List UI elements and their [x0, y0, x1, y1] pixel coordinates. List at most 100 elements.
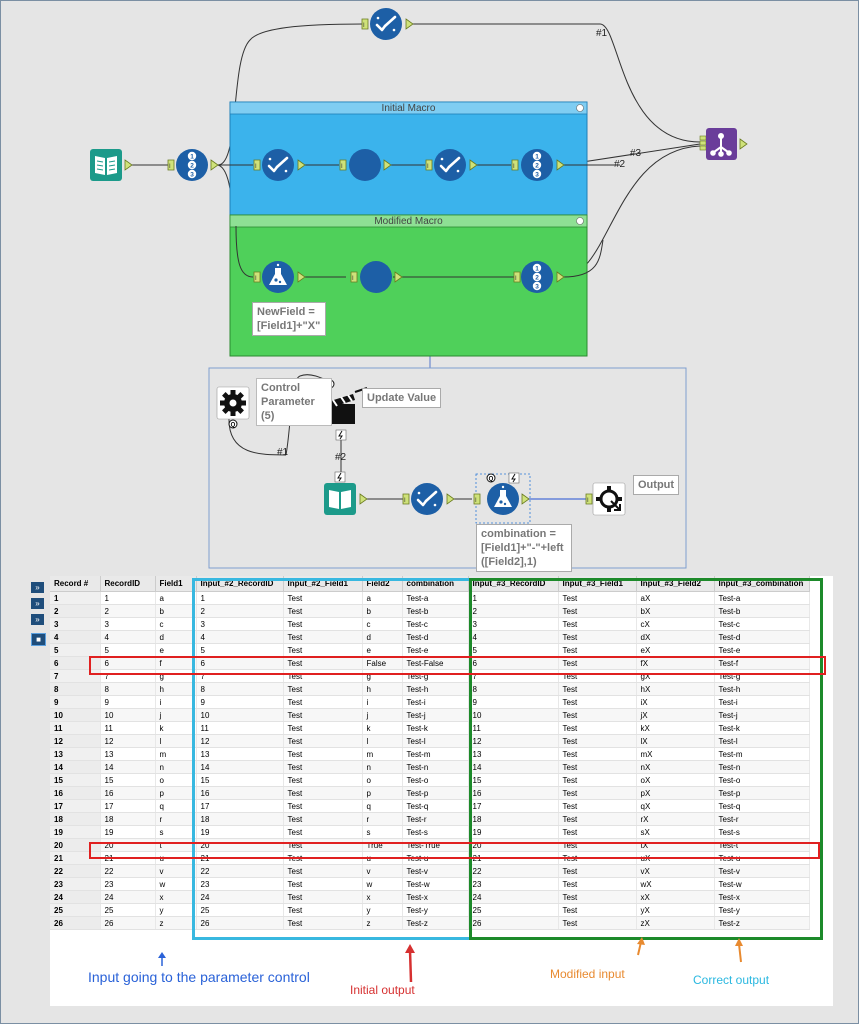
table-cell: Test-r: [714, 812, 810, 826]
select-tool-initial-1[interactable]: [253, 149, 306, 181]
record-number-cell: 13: [50, 747, 101, 761]
formula-tool-macro[interactable]: Q: [473, 472, 531, 524]
table-cell: 15: [100, 773, 156, 787]
formula-tool-modified[interactable]: [253, 261, 306, 293]
record-id-tool-initial[interactable]: [511, 149, 565, 181]
select-tool-initial-2[interactable]: [425, 149, 478, 181]
table-cell: Test-p: [402, 786, 469, 800]
macro-tool-modified[interactable]: [350, 261, 403, 293]
select-tool-top[interactable]: [361, 8, 414, 40]
table-cell: k: [362, 721, 403, 735]
table-cell: Test-k: [714, 721, 810, 735]
column-header[interactable]: Record #: [50, 576, 101, 592]
table-cell: Test: [283, 812, 363, 826]
select-tool-macro[interactable]: [402, 483, 455, 515]
table-cell: o: [362, 773, 403, 787]
table-cell: j: [155, 708, 197, 722]
record-id-tool-modified[interactable]: [513, 261, 565, 293]
record-id-tool[interactable]: [167, 149, 219, 181]
table-cell: Test: [558, 656, 637, 670]
table-cell: Test-c: [714, 617, 810, 631]
record-number-cell: 1: [50, 591, 101, 605]
table-cell: Test-t: [714, 838, 810, 852]
table-cell: 23: [468, 877, 559, 891]
table-cell: x: [362, 890, 403, 904]
table-cell: Test-h: [714, 682, 810, 696]
column-header[interactable]: Field1: [155, 576, 197, 592]
results-nav-button-2[interactable]: »: [31, 598, 44, 609]
macro-tool-initial[interactable]: [339, 149, 392, 181]
table-cell: aX: [636, 591, 715, 605]
input-data-tool[interactable]: [90, 149, 133, 181]
table-cell: 3: [468, 617, 559, 631]
input-data-tool-macro[interactable]: [324, 471, 368, 515]
table-cell: 25: [468, 903, 559, 917]
table-cell: Test: [283, 903, 363, 917]
table-cell: tX: [636, 838, 715, 852]
table-cell: Test: [283, 604, 363, 618]
table-cell: Test: [283, 786, 363, 800]
table-cell: a: [362, 591, 403, 605]
action-tool[interactable]: Q: [325, 379, 368, 441]
table-cell: jX: [636, 708, 715, 722]
column-header[interactable]: RecordID: [100, 576, 156, 592]
row-6-highlight: [89, 656, 826, 675]
table-cell: iX: [636, 695, 715, 709]
table-cell: o: [155, 773, 197, 787]
table-cell: 16: [100, 786, 156, 800]
table-cell: Test-h: [402, 682, 469, 696]
results-nav-button-1[interactable]: »: [31, 582, 44, 593]
table-cell: 18: [468, 812, 559, 826]
table-cell: Test-z: [714, 916, 810, 930]
table-cell: Test: [283, 825, 363, 839]
table-cell: 26: [196, 916, 284, 930]
union-tool[interactable]: [699, 128, 748, 160]
table-cell: 19: [468, 825, 559, 839]
record-number-cell: 25: [50, 903, 101, 917]
table-cell: Test: [283, 747, 363, 761]
table-cell: Test-y: [714, 903, 810, 917]
table-cell: 16: [468, 786, 559, 800]
macro-output-tool[interactable]: [585, 482, 626, 516]
results-nav-button-3[interactable]: »: [31, 614, 44, 625]
table-cell: v: [362, 864, 403, 878]
table-cell: 22: [196, 864, 284, 878]
results-nav-button-4[interactable]: ■: [31, 633, 46, 646]
table-cell: d: [155, 630, 197, 644]
table-cell: n: [155, 760, 197, 774]
record-number-cell: 11: [50, 721, 101, 735]
table-cell: Test: [283, 695, 363, 709]
table-cell: 2: [100, 604, 156, 618]
table-cell: 18: [196, 812, 284, 826]
table-cell: i: [362, 695, 403, 709]
table-cell: Test: [283, 708, 363, 722]
control-parameter-tool[interactable]: Q: [216, 386, 250, 429]
